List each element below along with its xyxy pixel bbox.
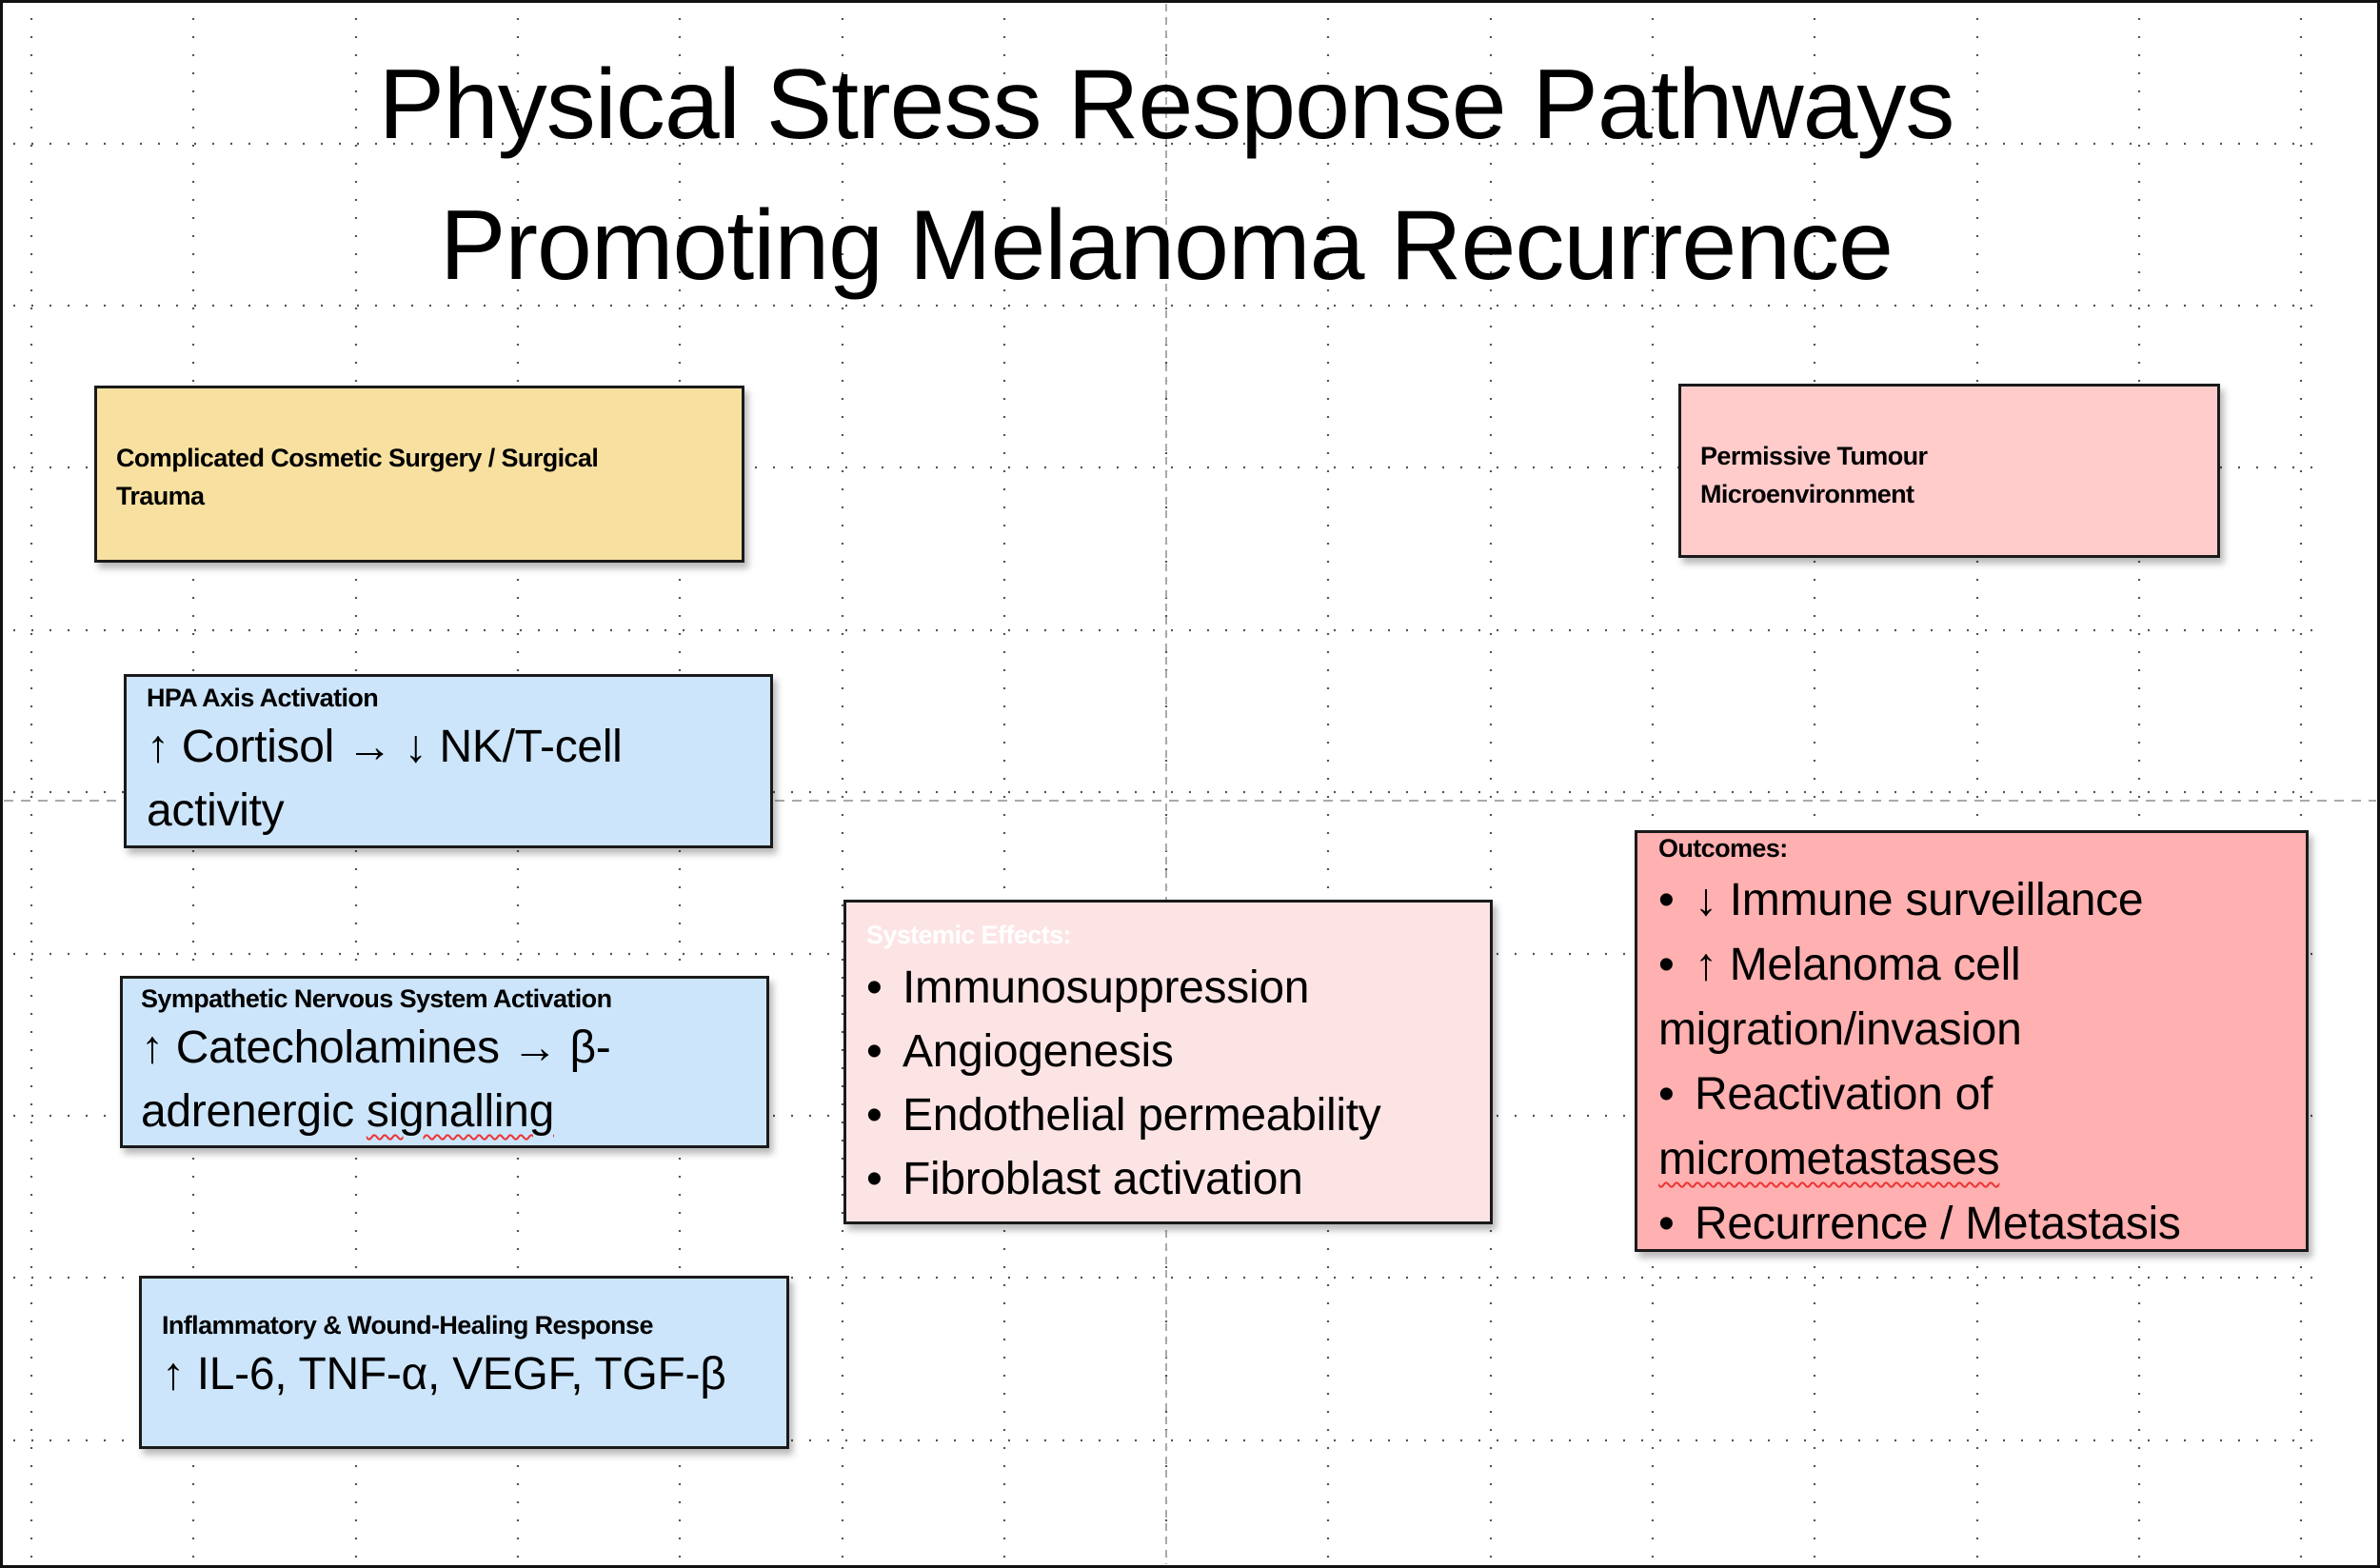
hpa-axis-box[interactable]: HPA Axis Activation ↑ Cortisol → ↓ NK/T-… xyxy=(124,674,773,848)
permissive-label-line-1: Permissive Tumour xyxy=(1700,442,1928,470)
title-line-2[interactable]: Promoting Melanoma Recurrence xyxy=(440,190,1894,301)
systemic-effects-header: Systemic Effects: xyxy=(866,921,1072,949)
bullet-icon: • xyxy=(1658,1069,1675,1120)
outcomes-box[interactable]: Outcomes: • ↓ Immune surveillance • ↑ Melan… xyxy=(1635,830,2309,1252)
systemic-effect-text: Endothelial permeability xyxy=(902,1090,1381,1141)
outcomes-list: • ↓ Immune surveillance • ↑ Melanoma cell mi… xyxy=(1658,868,2181,1257)
systemic-effect-item: • Endothelial permeability xyxy=(866,1083,1381,1147)
systemic-effect-text: Fibroblast activation xyxy=(902,1154,1303,1204)
outcome-item-continuation: micrometastases xyxy=(1658,1127,2181,1192)
outcome-text: ↓ Immune surveillance xyxy=(1695,875,2144,925)
permissive-microenvironment-box[interactable]: Permissive Tumour Microenvironment xyxy=(1678,384,2220,558)
systemic-effects-list: • Immunosuppression • Angiogenesis • Endothel… xyxy=(866,956,1381,1211)
outcomes-header: Outcomes: xyxy=(1658,834,1788,863)
outcome-item-continuation: migration/invasion xyxy=(1658,998,2181,1062)
sns-body-line-1: ↑ Catecholamines → β- xyxy=(141,1022,611,1073)
spellcheck-word-micrometastases[interactable]: micrometastases xyxy=(1658,1134,2000,1184)
hpa-axis-header: HPA Axis Activation xyxy=(147,684,379,712)
bullet-icon: • xyxy=(866,1026,883,1077)
surgical-trauma-box[interactable]: Complicated Cosmetic Surgery / Surgical … xyxy=(94,386,744,563)
outcome-item: • ↓ Immune surveillance xyxy=(1658,868,2181,933)
inflammatory-header: Inflammatory & Wound-Healing Response xyxy=(162,1311,653,1340)
bullet-icon: • xyxy=(866,963,883,1013)
outcome-text: ↑ Melanoma cell xyxy=(1695,940,2021,990)
bullet-icon: • xyxy=(1658,875,1675,925)
bullet-icon: • xyxy=(1658,1199,1675,1249)
sympathetic-nervous-system-box[interactable]: Sympathetic Nervous System Activation ↑ … xyxy=(120,976,769,1148)
systemic-effect-item: • Immunosuppression xyxy=(866,956,1380,1020)
outcome-text: Recurrence / Metastasis xyxy=(1695,1199,2181,1249)
systemic-effect-item: • Angiogenesis xyxy=(866,1020,1380,1083)
spellcheck-word-signalling[interactable]: signalling xyxy=(366,1086,554,1137)
inflammatory-body: ↑ IL-6, TNF-α, VEGF, TGF-β xyxy=(162,1349,726,1399)
inflammatory-response-box[interactable]: Inflammatory & Wound-Healing Response ↑ … xyxy=(139,1276,789,1449)
bullet-icon: • xyxy=(866,1154,883,1204)
hpa-axis-body-line-2: activity xyxy=(147,785,285,836)
outcome-item: • Reactivation of xyxy=(1658,1062,2181,1127)
surgical-trauma-label-line-2: Trauma xyxy=(116,482,205,510)
sns-body-word-adrenergic: adrenergic xyxy=(141,1086,367,1137)
sns-body-line-2: adrenergic signalling xyxy=(141,1080,611,1143)
permissive-label-line-2: Microenvironment xyxy=(1700,480,1914,508)
outcome-item: • ↑ Melanoma cell xyxy=(1658,933,2181,998)
outcome-item: • Recurrence / Metastasis xyxy=(1658,1192,2181,1257)
systemic-effect-text: Angiogenesis xyxy=(902,1026,1174,1077)
bullet-icon: • xyxy=(1658,940,1675,990)
outcome-text: Reactivation of xyxy=(1695,1069,1993,1120)
sns-header: Sympathetic Nervous System Activation xyxy=(141,984,612,1013)
systemic-effect-item: • Fibroblast activation xyxy=(866,1147,1380,1211)
outcome-text: migration/invasion xyxy=(1658,1004,2022,1055)
systemic-effects-box[interactable]: Systemic Effects: • Immunosuppression • Ang… xyxy=(843,900,1493,1224)
bullet-icon: • xyxy=(866,1090,883,1141)
systemic-effect-text: Immunosuppression xyxy=(902,963,1310,1013)
hpa-axis-body-line-1: ↑ Cortisol → ↓ NK/T-cell xyxy=(147,722,623,772)
title-line-1[interactable]: Physical Stress Response Pathways xyxy=(378,50,1955,160)
surgical-trauma-label-line-1: Complicated Cosmetic Surgery / Surgical xyxy=(116,444,599,472)
